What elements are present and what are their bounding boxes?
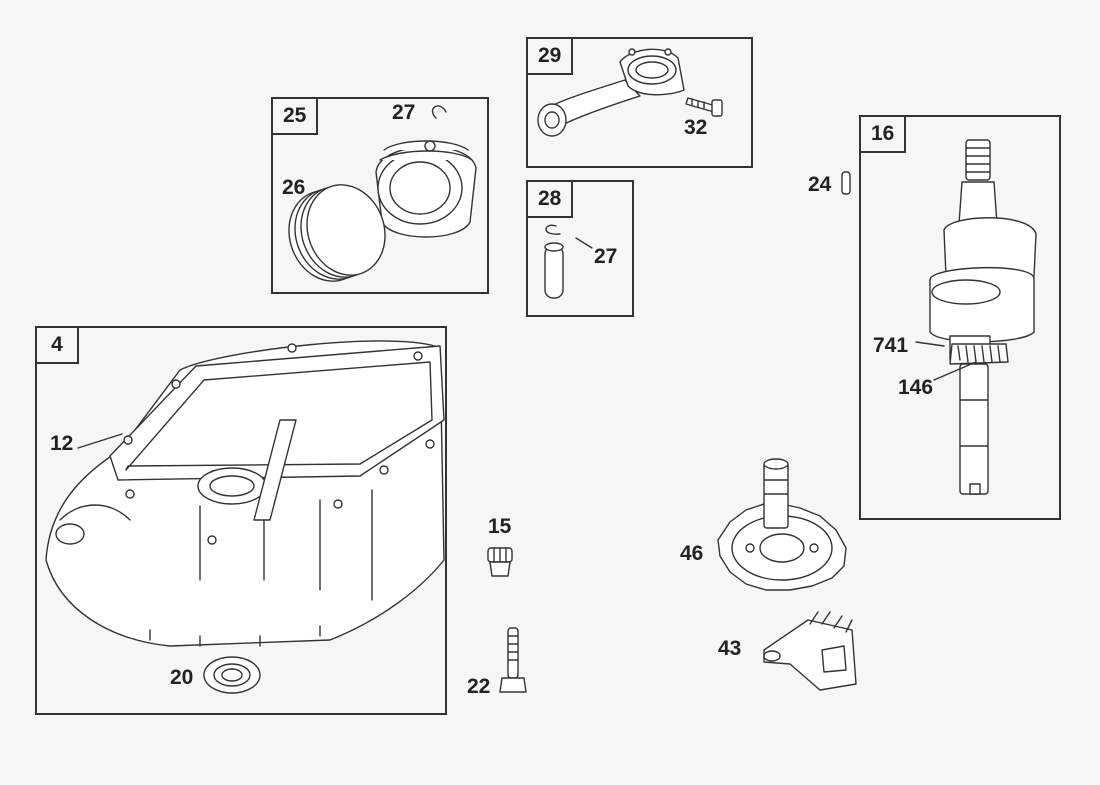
group-tab-4: 4 [37,328,79,364]
group-tab-25: 25 [273,99,319,135]
rod-bolt-part [686,98,722,116]
callout-43: 43 [718,637,742,660]
connecting-rod-part [538,49,684,136]
group-tab-16: 16 [861,117,907,153]
callout-15: 15 [488,515,512,538]
governor-part [764,612,856,690]
callout-32: 32 [684,116,708,139]
group-box-29: 29 [526,37,753,168]
pin-clip-part [546,225,560,234]
group-tab-29: 29 [528,39,574,75]
group-tab-28: 28 [528,182,574,218]
callout-27-piston: 27 [392,101,416,124]
camshaft-gear-part [718,459,846,590]
group-box-28: 28 [526,180,634,317]
callout-26: 26 [282,176,306,199]
callout-27-pin: 27 [594,245,618,268]
callout-22: 22 [467,675,491,698]
callout-20: 20 [170,666,194,689]
oil-plug-part [488,548,512,576]
crankshaft-part [930,140,1036,494]
crankcase-cover-part [46,341,444,646]
callout-24: 24 [808,173,832,196]
piston-pin-part [545,243,563,298]
cover-bolt-part [500,628,526,692]
group-box-4: 4 [35,326,447,715]
callout-741: 741 [873,334,909,357]
callout-12: 12 [50,432,74,455]
piston-part [376,141,476,237]
oil-seal-part [204,657,260,693]
callout-46: 46 [680,542,704,565]
group-box-16: 16 [859,115,1061,520]
piston-clip-part [433,106,447,118]
group-box-25: 25 [271,97,489,294]
callout-146: 146 [898,376,934,399]
key-part [842,172,850,194]
piston-ring-set-part [277,174,398,292]
